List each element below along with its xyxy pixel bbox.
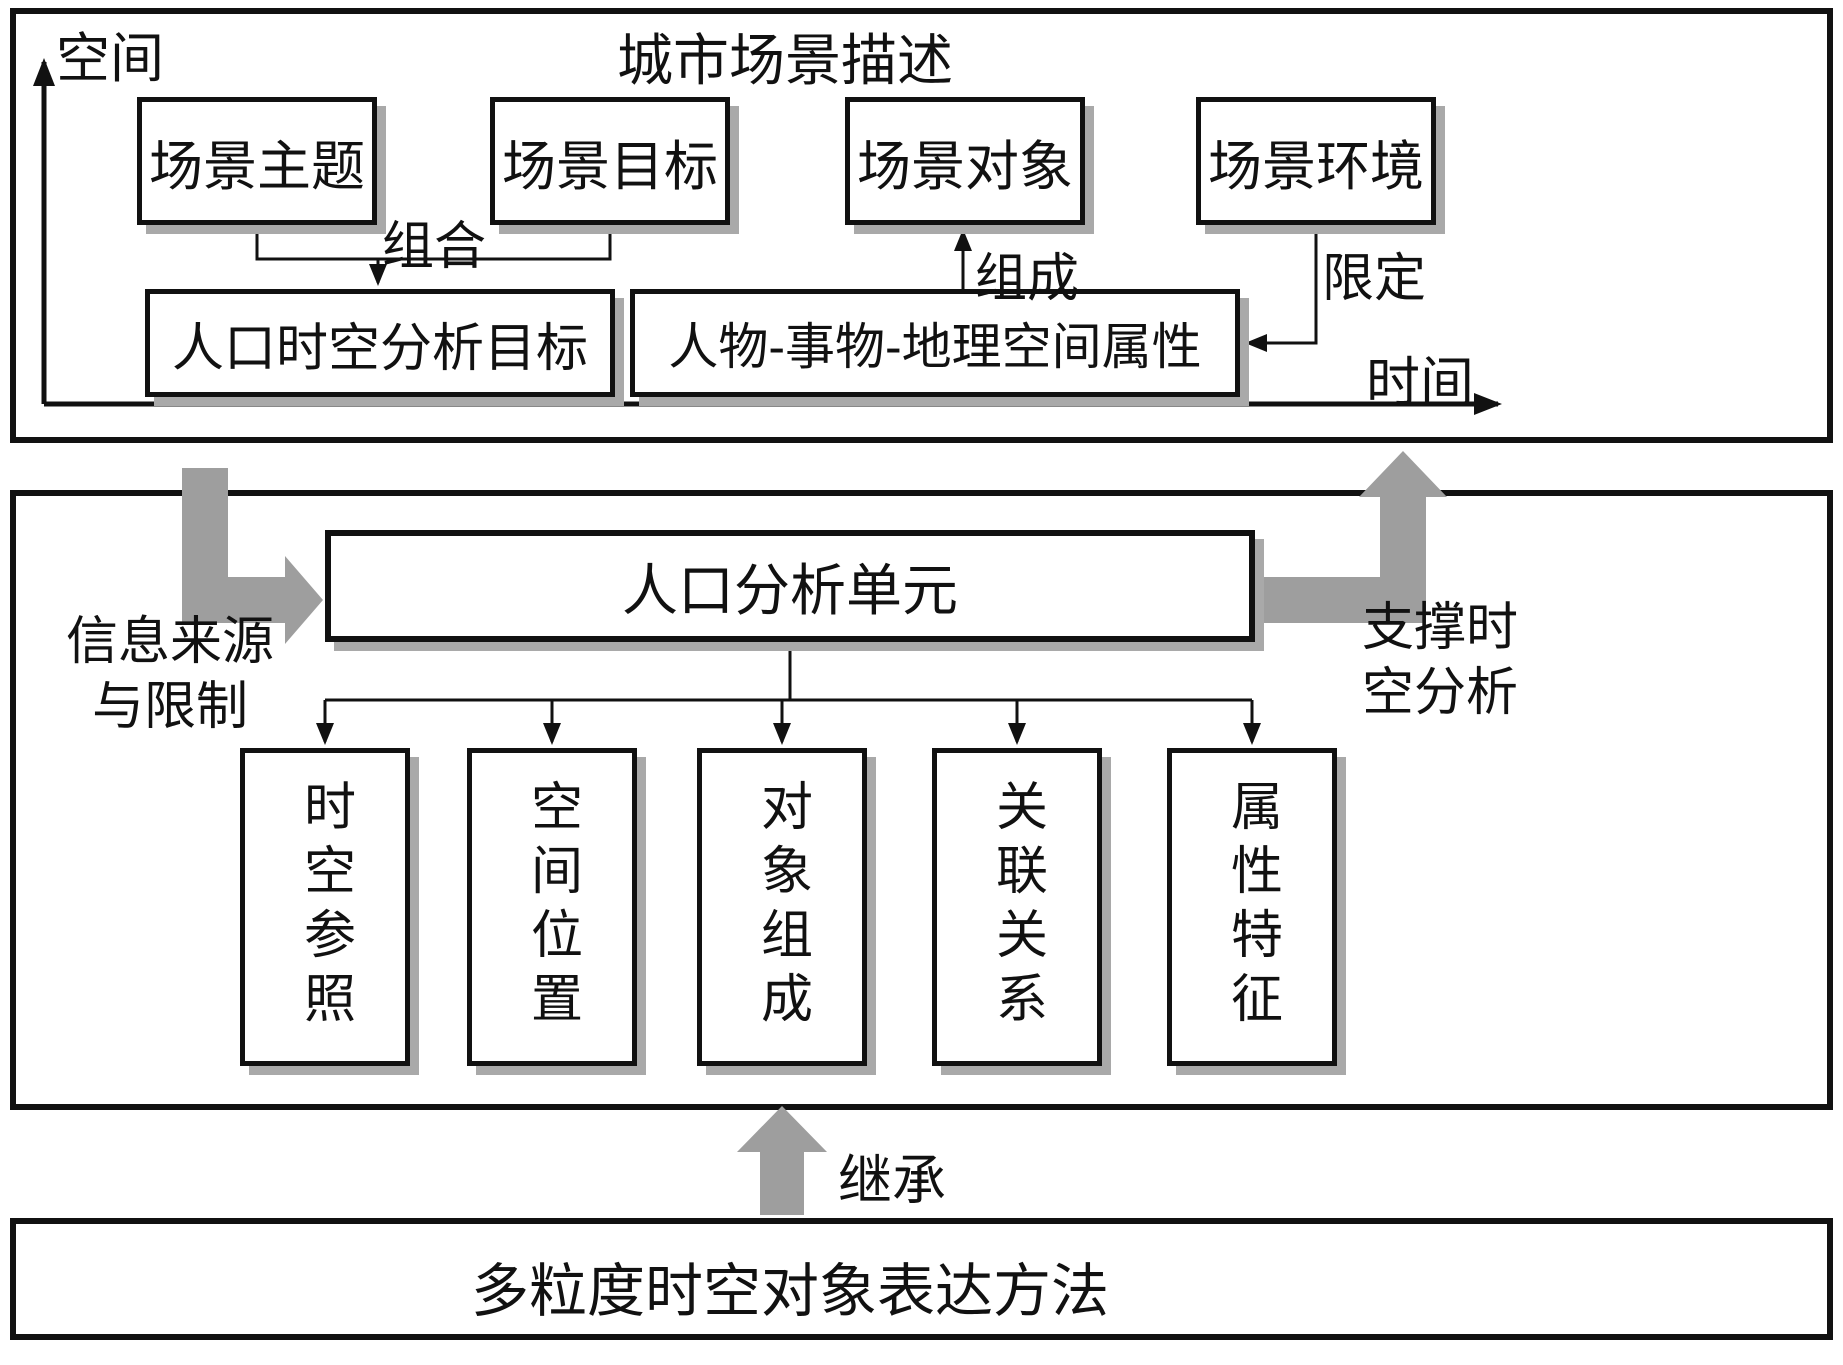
scene-object-label: 场景对象 xyxy=(857,136,1073,197)
component-label-association-relation: 关联关系 xyxy=(987,779,1046,1035)
scene-theme-label: 场景主题 xyxy=(149,136,365,197)
info-source-label-line1: 信息来源 xyxy=(65,613,274,671)
scene-goal-box: 场景目标 xyxy=(490,97,730,225)
scene-goal-label: 场景目标 xyxy=(502,136,718,197)
combine-edge-label: 组合 xyxy=(382,218,487,276)
info-source-arrow-label: 信息来源 与限制 xyxy=(40,610,300,740)
population-analysis-unit-panel xyxy=(10,490,1833,1110)
population-analysis-unit-box: 人口分析单元 xyxy=(325,530,1255,642)
component-label-spatial-position: 空间位置 xyxy=(522,779,581,1035)
population-analysis-unit-label: 人口分析单元 xyxy=(622,558,958,622)
method-panel xyxy=(10,1218,1833,1340)
restrict-edge-label: 限定 xyxy=(1322,250,1427,308)
spatial-attributes-box: 人物-事物-地理空间属性 xyxy=(630,289,1240,397)
top-panel-title: 城市场景描述 xyxy=(617,29,953,92)
method-box-title: 多粒度时空对象表达方法 xyxy=(470,1259,1109,1324)
inherit-arrow-label: 继承 xyxy=(838,1151,946,1211)
scene-environment-box: 场景环境 xyxy=(1196,97,1436,225)
support-label-line1: 支撑时 xyxy=(1361,599,1518,657)
analysis-goal-label: 人口时空分析目标 xyxy=(171,319,588,378)
component-label-attribute-feature: 属性特征 xyxy=(1222,779,1281,1035)
urban-scene-description-panel xyxy=(10,8,1833,443)
scene-environment-label: 场景环境 xyxy=(1208,136,1424,197)
space-axis-label: 空间 xyxy=(56,29,164,89)
inherit-up-arrow-icon xyxy=(737,1106,827,1215)
compose-edge-label: 组成 xyxy=(975,250,1080,308)
info-source-label-line2: 与限制 xyxy=(91,678,248,736)
component-box-spatial-position: 空间位置 xyxy=(467,748,637,1066)
time-axis-label: 时间 xyxy=(1366,353,1474,413)
component-label-object-composition: 对象组成 xyxy=(752,779,811,1035)
support-label-line2: 空分析 xyxy=(1361,664,1518,722)
analysis-goal-box: 人口时空分析目标 xyxy=(145,289,615,397)
component-box-association-relation: 关联关系 xyxy=(932,748,1102,1066)
spatial-attributes-label: 人物-事物-地理空间属性 xyxy=(668,319,1202,375)
scene-object-box: 场景对象 xyxy=(845,97,1085,225)
support-analysis-arrow-label: 支撑时 空分析 xyxy=(1305,596,1575,726)
component-box-object-composition: 对象组成 xyxy=(697,748,867,1066)
component-label-time-space-reference: 时空参照 xyxy=(295,779,354,1035)
component-box-attribute-feature: 属性特征 xyxy=(1167,748,1337,1066)
scene-theme-box: 场景主题 xyxy=(137,97,377,225)
component-box-time-space-reference: 时空参照 xyxy=(240,748,410,1066)
